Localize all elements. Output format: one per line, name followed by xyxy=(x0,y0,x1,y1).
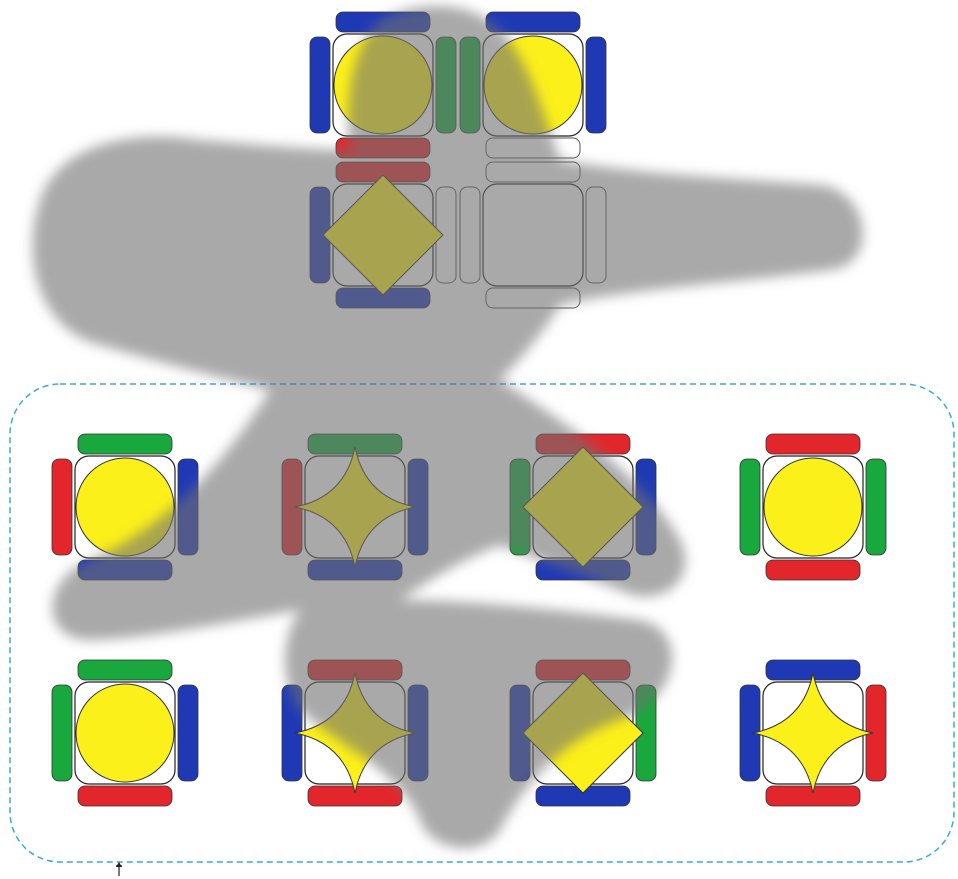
circle-symbol xyxy=(763,457,863,557)
tray-tile-circle[interactable] xyxy=(51,659,199,807)
edge-right xyxy=(865,458,887,556)
edge-left xyxy=(309,36,331,134)
edge-bottom xyxy=(77,785,173,807)
tray-tile-circle[interactable] xyxy=(739,433,887,581)
edge-right xyxy=(177,684,199,782)
edge-top xyxy=(77,659,173,681)
hand-shadow-overlay xyxy=(32,6,863,849)
edge-top xyxy=(77,433,173,455)
edge-left xyxy=(51,458,73,556)
edge-top xyxy=(485,11,581,33)
cursor-icon xyxy=(116,862,122,876)
edge-left xyxy=(51,684,73,782)
circle-symbol xyxy=(75,683,175,783)
edge-left xyxy=(739,458,761,556)
edge-top xyxy=(765,433,861,455)
edge-right xyxy=(585,36,607,134)
tray-tile-star[interactable] xyxy=(739,659,887,807)
edge-bottom xyxy=(765,559,861,581)
star-symbol xyxy=(752,672,874,794)
